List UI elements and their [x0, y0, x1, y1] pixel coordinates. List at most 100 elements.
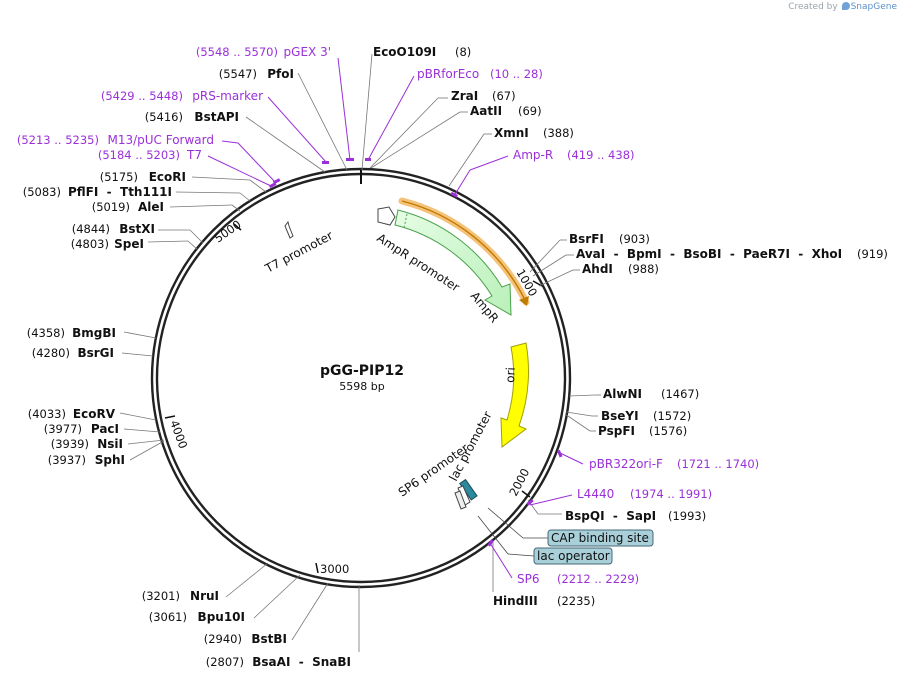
enzyme-pfoi-pos: (5547): [219, 67, 257, 81]
enzyme-sphi: SphI: [95, 453, 125, 467]
label-ori: ori: [503, 367, 518, 383]
enzyme-nrui: NruI: [190, 589, 219, 603]
enzyme-sphi-pos: (3937): [48, 453, 86, 467]
label-lac-promoter: lac promoter: [446, 409, 494, 483]
primer-pgex3-pos: (5548 .. 5570): [196, 45, 278, 59]
enzyme-bspqi-sapi-pos: (1993): [668, 509, 706, 523]
enzyme-ahdi-pos: (988): [628, 262, 659, 276]
enzyme-ecori-pos: (5175): [100, 170, 138, 184]
enzyme-nrui-pos: (3201): [142, 589, 180, 603]
primer-amp-r: Amp-R: [513, 148, 553, 162]
enzyme-zrai-pos: (67): [492, 89, 516, 103]
enzyme-bstapi: BstAPI: [194, 110, 239, 124]
enzyme-bmgbi: BmgBI: [72, 326, 116, 340]
primer-pbrforeco: pBRforEco: [417, 67, 479, 81]
enzyme-bspqi-sapi: BspQI - SapI: [565, 509, 656, 523]
enzyme-pflfi-tth111i: PflFI - Tth111I: [68, 185, 172, 199]
enzyme-bseyi-pos: (1572): [653, 409, 691, 423]
enzyme-bstxi-pos: (4844): [72, 222, 110, 236]
enzyme-hindiii-pos: (2235): [557, 594, 595, 608]
credit-prefix: Created by: [788, 2, 838, 12]
primer-t7: T7: [186, 148, 202, 162]
enzyme-bpu10i-pos: (3061): [149, 610, 187, 624]
primer-sp6: SP6: [517, 572, 540, 586]
enzyme-bsrgi-pos: (4280): [32, 346, 70, 360]
ori-arrow: [500, 342, 529, 448]
lac-operator-label: lac operator: [477, 515, 613, 565]
enzyme-alwni: AlwNI: [603, 387, 642, 401]
primer-l4440: L4440: [577, 487, 614, 501]
sp6-promoter-arrow: [454, 490, 467, 510]
primer-amp-r-pos: (419 .. 438): [567, 148, 635, 162]
enzyme-ecori: EcoRI: [149, 170, 186, 184]
enzyme-xmni: XmnI: [494, 126, 529, 140]
enzyme-bsrgi: BsrGI: [77, 346, 114, 360]
enzyme-pfoi: PfoI: [267, 67, 294, 81]
primer-pgex3: pGEX 3': [284, 45, 331, 59]
enzyme-ecoo109i-pos: (8): [455, 45, 471, 59]
plasmid-name: pGG-PIP12: [320, 363, 404, 379]
t7-promoter-arrow: [284, 220, 294, 239]
enzyme-ecorv: EcoRV: [73, 407, 116, 421]
enzyme-ecoo109i: EcoO109I: [373, 45, 436, 59]
primer-t7-pos: (5184 .. 5203): [98, 148, 180, 162]
enzyme-avai-group-pos: (919): [857, 247, 888, 261]
enzyme-nsii: NsiI: [97, 437, 123, 451]
enzyme-bsaai-snabi-pos: (2807): [206, 655, 244, 669]
tick-label-4000: 4000: [167, 418, 190, 450]
enzyme-bstxi: BstXI: [119, 222, 155, 236]
primer-prs-marker: pRS-marker: [192, 89, 263, 103]
enzyme-bsrfi-pos: (903): [619, 232, 650, 246]
enzyme-nsii-pos: (3939): [51, 437, 89, 451]
enzyme-bsaai-snabi: BsaAI - SnaBI: [252, 655, 351, 669]
enzyme-avai-group: AvaI - BpmI - BsoBI - PaeR7I - XhoI: [576, 247, 842, 261]
tick-label-3000: 3000: [320, 562, 349, 576]
enzyme-spei: SpeI: [114, 237, 144, 251]
enzyme-bmgbi-pos: (4358): [27, 326, 65, 340]
cap-binding-site-text: CAP binding site: [551, 531, 649, 545]
primer-pbrforeco-pos: (10 .. 28): [490, 67, 543, 81]
label-t7-promoter: T7 promoter: [262, 228, 335, 276]
enzymes-left: PfoI (5547) BstAPI (5416) EcoRI (5175) P…: [23, 67, 360, 669]
plasmid-length: 5598 bp: [339, 380, 384, 393]
enzyme-alei-pos: (5019): [92, 200, 130, 214]
primer-pbr322ori-f-pos: (1721 .. 1740): [677, 457, 759, 471]
primer-l4440-pos: (1974 .. 1991): [630, 487, 712, 501]
lac-operator-text: lac operator: [537, 549, 610, 563]
primer-m13-puc-forward: M13/pUC Forward: [107, 133, 214, 147]
ampr-orf-line: [401, 200, 525, 299]
enzyme-xmni-pos: (388): [543, 126, 574, 140]
enzyme-pspfi-pos: (1576): [649, 424, 687, 438]
enzyme-spei-pos: (4803): [71, 237, 109, 251]
enzyme-bpu10i: Bpu10I: [198, 610, 245, 624]
enzyme-paci: PacI: [91, 422, 119, 436]
enzyme-bstbi-pos: (2940): [204, 632, 242, 646]
enzyme-hindiii: HindIII: [493, 594, 538, 608]
enzyme-ecorv-pos: (4033): [28, 407, 66, 421]
enzyme-aatii-pos: (69): [518, 104, 542, 118]
enzyme-bstbi: BstBI: [251, 632, 287, 646]
enzyme-bsrfi: BsrFI: [569, 232, 604, 246]
primer-sp6-pos: (2212 .. 2229): [557, 572, 639, 586]
enzymes-right: EcoO109I (8) ZraI (67) AatII (69) XmnI (…: [361, 45, 888, 608]
backbone-outer-circle: [150, 167, 572, 589]
enzyme-ahdi: AhdI: [582, 262, 613, 276]
credit-brand: SnapGene: [850, 2, 897, 12]
enzyme-alwni-pos: (1467): [661, 387, 699, 401]
primer-pbr322ori-f: pBR322ori-F: [589, 457, 663, 471]
ampr-gene-arrow: [394, 209, 512, 316]
primers: pGEX 3' (5548 .. 5570) pBRforEco (10 .. …: [17, 45, 759, 586]
snapgene-logo-icon: [841, 2, 850, 10]
snapgene-credit: Created by SnapGene: [788, 2, 897, 12]
ampr-promoter-arrow: [377, 206, 396, 226]
enzyme-paci-pos: (3977): [44, 422, 82, 436]
enzyme-pflfi-tth111i-pos: (5083): [23, 185, 61, 199]
ampr-orf-arrowhead: [519, 296, 529, 306]
enzyme-aatii: AatII: [470, 104, 502, 118]
enzyme-pspfi: PspFI: [598, 424, 635, 438]
cap-binding-site-label: CAP binding site: [487, 507, 654, 547]
tick-label-5000: 5000: [212, 217, 244, 245]
enzyme-zrai: ZraI: [451, 89, 478, 103]
enzyme-bseyi: BseYI: [601, 409, 639, 423]
